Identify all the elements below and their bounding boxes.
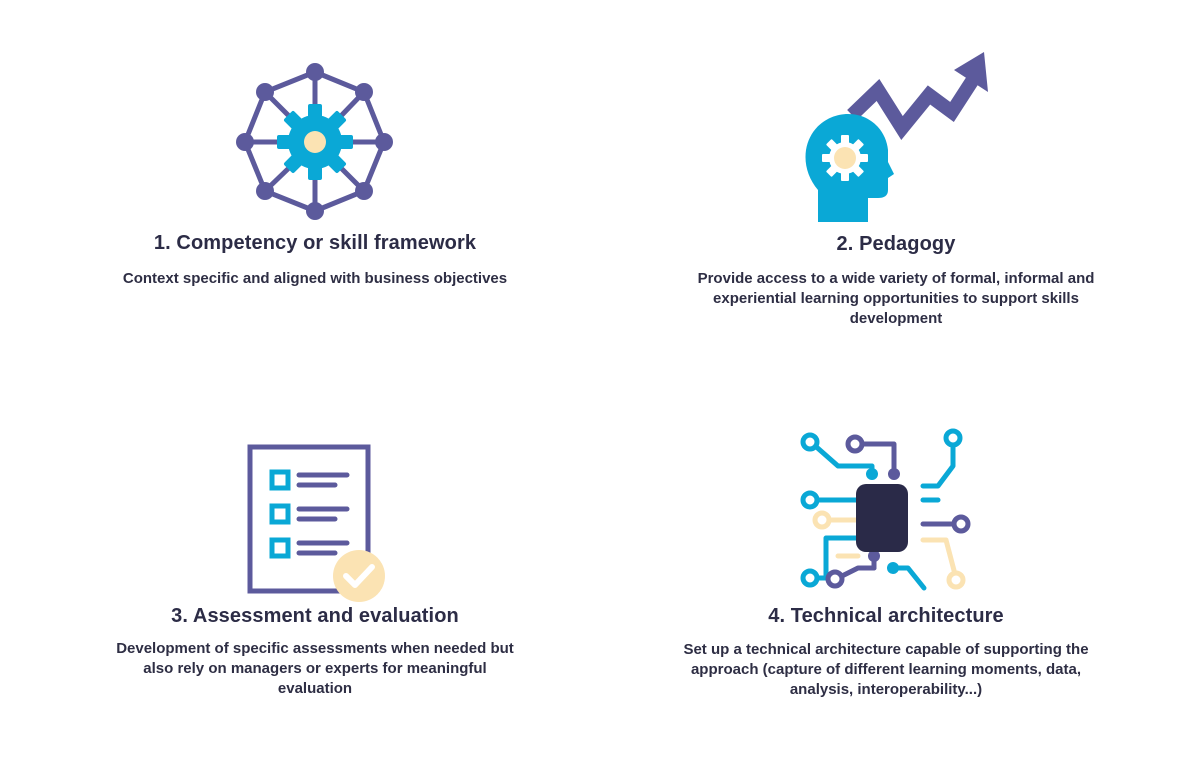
card-title: 1. Competency or skill framework — [153, 232, 477, 254]
card-description: Set up a technical architecture capable … — [683, 641, 1089, 698]
gear-network-icon — [236, 63, 393, 220]
card-title: 4. Technical architecture — [768, 605, 1004, 627]
checklist-icon — [247, 444, 385, 602]
card-title: 3. Assessment and evaluation — [171, 605, 459, 627]
card-description: Development of specific assessments when… — [116, 640, 514, 697]
card-pedagogy: 2. Pedagogy Provide access to a wide var… — [676, 50, 1116, 340]
card-technical: 4. Technical architecture Set up a techn… — [668, 425, 1104, 710]
card-title: 2. Pedagogy — [836, 233, 956, 255]
card-description: Context specific and aligned with busine… — [122, 270, 508, 287]
card-description: Provide access to a wide variety of form… — [697, 270, 1095, 327]
card-competency: 1. Competency or skill framework Context… — [105, 50, 525, 310]
head-gear-growth-icon — [805, 52, 988, 222]
circuit-chip-icon — [800, 428, 971, 591]
card-assessment: 3. Assessment and evaluation Development… — [105, 440, 525, 710]
